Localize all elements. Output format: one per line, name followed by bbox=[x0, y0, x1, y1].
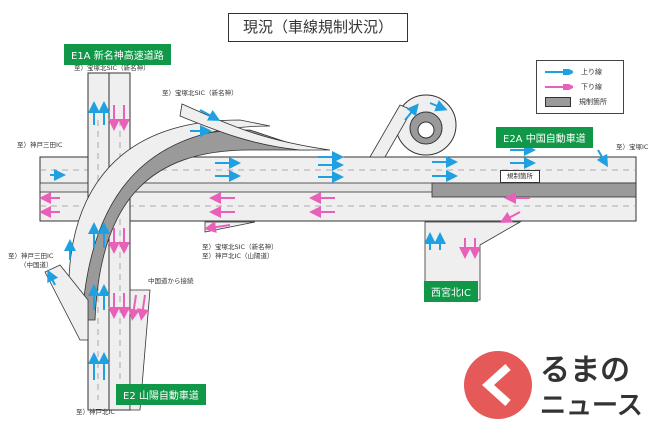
label-to-sic-kobekita: 至）宝塚北SIC（新名神）至）神戸北IC（山陽道） bbox=[202, 243, 278, 260]
label-from-chugoku: 中国道から接続 bbox=[148, 277, 194, 285]
legend-up: 上り線 bbox=[581, 68, 602, 76]
label-to-takarazuka-sic-ramp: 至）宝塚北SIC（新名神） bbox=[162, 89, 238, 97]
e1a-sign: E1A 新名神高速道路 bbox=[64, 44, 171, 65]
legend: 上り線 下り線 規制箇所 bbox=[536, 60, 624, 114]
label-to-kobe-sanda-ic: 至）神戸三田IC bbox=[17, 141, 63, 149]
page-title: 現況（車線規制状況） bbox=[228, 13, 408, 42]
nishinomiya-sign: 西宮北IC bbox=[424, 281, 478, 302]
label-to-kobe-sanda-chugoku: 至）神戸三田IC（中国道） bbox=[8, 252, 54, 269]
e2-sign: E2 山陽自動車道 bbox=[116, 384, 206, 405]
label-to-takarazuka-ic: 至）宝塚IC bbox=[616, 143, 649, 151]
legend-restricted-swatch bbox=[545, 97, 571, 107]
restriction-label: 規制箇所 bbox=[500, 170, 540, 183]
legend-down: 下り線 bbox=[581, 83, 602, 91]
legend-restricted: 規制箇所 bbox=[579, 98, 607, 106]
down-arrows bbox=[39, 105, 530, 321]
label-to-kobe-kita-ic: 至）神戸北IC bbox=[76, 408, 115, 416]
up-arrows bbox=[47, 100, 609, 380]
label-to-takarazuka-sic-top: 至）宝塚北SIC（新名神） bbox=[74, 64, 150, 72]
restricted-area-main bbox=[431, 182, 637, 198]
e2a-sign: E2A 中国自動車道 bbox=[496, 127, 593, 148]
